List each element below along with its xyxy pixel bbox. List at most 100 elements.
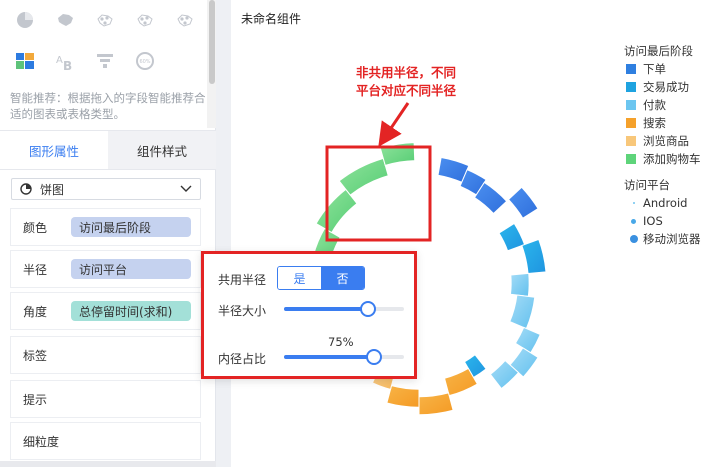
funnel-icon[interactable] [93,50,117,72]
chart-canvas[interactable]: 未命名组件 非共用半径，不同 平台对应不同半径 访问最后阶段下单交易成功付款搜索… [231,0,725,467]
prop-color-row[interactable]: 颜色 访问最后阶段 [10,208,201,246]
radius-field-pill[interactable]: 访问平台 [71,259,191,279]
shared-radius-toggle[interactable]: 是 否 [277,266,365,290]
pie-segment[interactable] [489,359,520,390]
annotation-arrow [378,102,410,147]
annotation-box [325,145,432,242]
pie-segment[interactable] [514,326,541,354]
legend-swatch [626,154,636,164]
legend-item-platform[interactable]: 移动浏览器 [624,230,724,248]
heat-map-icon[interactable] [173,9,197,31]
svg-text:60%: 60% [139,59,150,65]
tab-component-style[interactable]: 组件样式 [108,131,216,169]
shared-radius-no-button[interactable]: 否 [321,267,364,289]
pie-segment[interactable] [386,384,420,408]
legend-label: 浏览商品 [643,134,689,148]
smart-recommend-tip: 智能推荐：根据拖入的字段智能推荐合适的图表或表格类型。 [10,91,206,121]
pie-segment[interactable] [315,188,358,234]
pie-segment[interactable] [463,354,487,379]
panel-bottom-bar [0,461,216,467]
svg-text:A: A [56,55,63,66]
legend-item-stage[interactable]: 搜索 [624,114,724,132]
prop-radius-row[interactable]: 半径 访问平台 [10,250,201,288]
shared-radius-yes-button[interactable]: 是 [278,267,321,289]
legend-label: IOS [643,214,663,228]
pie-segment[interactable] [521,238,547,275]
color-table-icon[interactable] [13,50,37,72]
pie-segment[interactable] [338,157,389,196]
pie-chart-icon[interactable] [13,9,37,31]
inner-ratio-label: 内径占比 [218,352,267,366]
legend-item-stage[interactable]: 付款 [624,96,724,114]
chart-type-grid: A B 60% [0,0,206,84]
pie-segment[interactable] [507,186,539,219]
pie-segment[interactable] [509,272,530,297]
legend-dot [631,218,636,224]
radius-size-thumb[interactable] [360,301,376,317]
chart-type-label: 饼图 [40,182,65,197]
svg-text:B: B [63,59,72,72]
gauge-icon[interactable]: 60% [133,50,157,72]
annotation-line-1: 非共用半径，不同 [355,65,456,80]
legend-item-stage[interactable]: 下单 [624,60,724,78]
radius-size-label: 半径大小 [218,304,267,318]
scatter-map-icon[interactable] [93,9,117,31]
tab-graph-properties[interactable]: 图形属性 [0,131,108,169]
pie-segment[interactable] [509,294,536,330]
legend-label: 交易成功 [643,80,689,94]
radius-settings-popup: 共用半径 是 否 半径大小 75% 内径占比 [201,251,417,379]
legend-stage-title: 访问最后阶段 [624,44,693,58]
legend-platform-title: 访问平台 [624,178,670,192]
component-title[interactable]: 未命名组件 [241,12,302,26]
panel-scrollbar-thumb[interactable] [209,0,215,84]
prop-granularity-label: 细粒度 [23,434,60,449]
legend-item-platform[interactable]: IOS [624,212,724,230]
pie-segment[interactable] [473,181,508,215]
prop-label-label: 标签 [23,348,48,363]
radius-size-slider[interactable] [284,300,404,318]
legend-label: Android [643,196,688,210]
prop-color-label: 颜色 [23,220,48,235]
annotation-line-2: 平台对应不同半径 [355,83,456,98]
prop-angle-row[interactable]: 角度 总停留时间(求和) [10,292,201,330]
prop-granularity-row[interactable]: 细粒度 [10,422,201,460]
inner-ratio-fill [284,355,374,359]
legend-item-stage[interactable]: 交易成功 [624,78,724,96]
prop-angle-label: 角度 [23,304,48,319]
legend-item-platform[interactable]: Android [624,194,724,212]
inner-ratio-thumb[interactable] [366,349,382,365]
legend-label: 下单 [643,62,666,76]
annotation-text: 非共用半径，不同 平台对应不同半径 [336,64,476,100]
prop-tooltip-row[interactable]: 提示 [10,380,201,418]
legend-item-stage[interactable]: 浏览商品 [624,132,724,150]
prop-tooltip-label: 提示 [23,392,48,407]
prop-label-row[interactable]: 标签 [10,336,201,374]
legend-label: 移动浏览器 [643,232,701,246]
color-field-pill[interactable]: 访问最后阶段 [71,217,191,237]
pie-segment[interactable] [443,367,479,397]
legend-label: 添加购物车 [643,152,701,166]
legend-dot [632,202,635,204]
legend-label: 搜索 [643,116,666,130]
left-panel: A B 60% 智能推荐：根据拖入的字段智能推荐合适的图表或表格类型。 图形属性… [0,0,216,467]
legend-label: 付款 [643,98,666,112]
china-map-icon[interactable] [53,9,77,31]
pie-segment[interactable] [498,222,526,252]
flow-map-icon[interactable] [133,9,157,31]
legend-item-stage[interactable]: 添加购物车 [624,150,724,168]
legend-swatch [626,82,636,92]
property-tabs: 图形属性 组件样式 [0,130,216,170]
pie-chart-icon [20,183,32,195]
angle-field-pill[interactable]: 总停留时间(求和) [71,301,191,321]
prop-radius-label: 半径 [23,262,48,277]
pie-segment[interactable] [418,392,454,416]
legend-swatch [626,136,636,146]
inner-ratio-slider[interactable] [284,348,404,366]
legend-dot [629,235,638,243]
inner-ratio-value: 75% [328,335,354,349]
chart-type-select[interactable]: 饼图 [11,178,201,200]
word-cloud-icon[interactable]: A B [53,50,77,72]
legend-swatch [626,64,636,74]
